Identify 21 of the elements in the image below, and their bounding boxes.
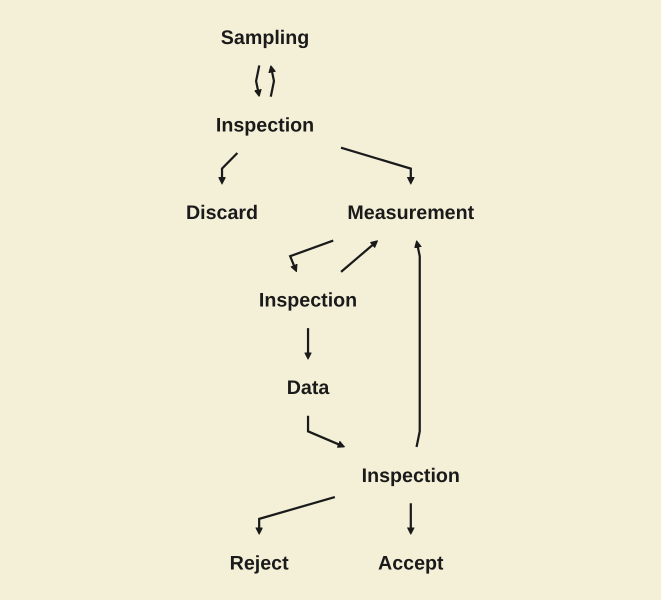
node-text: Inspection (259, 288, 358, 312)
node-text: Inspection (216, 114, 315, 136)
arrow (256, 496, 336, 535)
arrow (218, 152, 239, 185)
node-text: Data (287, 376, 330, 399)
arrow (304, 328, 312, 360)
arrow (340, 240, 379, 273)
arrow (341, 146, 416, 185)
node-text: Accept (378, 552, 444, 574)
node-text: Measurement (348, 201, 475, 224)
node-text: Discard (186, 201, 259, 224)
arrow (254, 65, 262, 98)
arrow (268, 65, 276, 97)
arrow (289, 240, 334, 272)
node-text: Inspection (362, 464, 460, 486)
flowchart: Sampling Inspection Discard Measurement Inspection Data Inspection Reject Accept (152, 2, 509, 598)
node-text: Reject (230, 552, 290, 574)
arrow (307, 416, 346, 448)
arrow (407, 503, 416, 535)
arrow (414, 240, 422, 448)
node-text: Sampling (221, 26, 310, 48)
